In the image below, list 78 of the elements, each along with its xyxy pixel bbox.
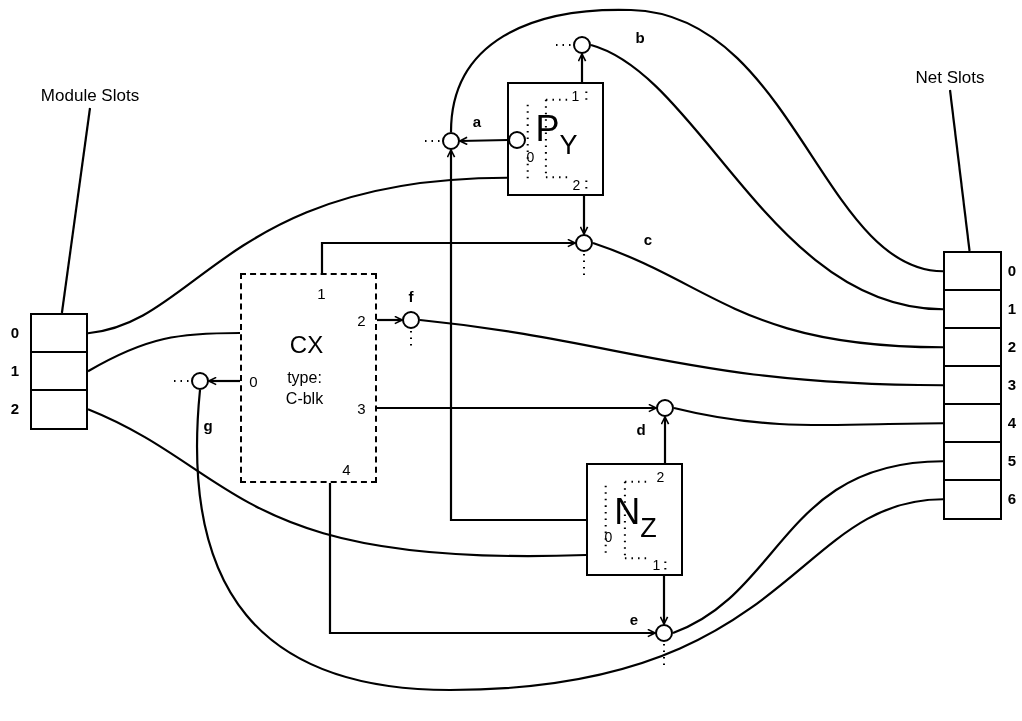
dashed-block-box — [240, 273, 377, 483]
connector-line — [449, 8, 944, 273]
junction-label: e — [629, 611, 639, 627]
slot-number: 0 — [10, 324, 20, 340]
slot-cell — [943, 251, 1002, 292]
slot-cell — [943, 327, 1002, 368]
connector-line — [87, 176, 508, 335]
junction-circle — [442, 132, 460, 150]
port-number: 0 — [249, 373, 258, 388]
junction-label: g — [203, 417, 213, 433]
port-number: 0 — [604, 529, 613, 544]
port-number: 1 — [317, 285, 326, 300]
junction-circle — [575, 234, 593, 252]
block-name: N$_{Z}$ — [614, 493, 657, 542]
slot-number: 6 — [1007, 490, 1017, 506]
block-type: type: C-blk — [284, 367, 325, 410]
module-box — [586, 463, 683, 576]
slot-heading: Net Slots — [900, 66, 1000, 90]
junction-circle — [191, 372, 209, 390]
junction-label: a — [472, 113, 482, 129]
arrow — [660, 416, 670, 463]
junction-circle — [655, 624, 673, 642]
connector-line — [87, 408, 586, 558]
slot-number: 0 — [1007, 262, 1017, 278]
connector-line — [592, 241, 944, 349]
junction-circle — [402, 311, 420, 329]
slot-cell — [943, 365, 1002, 406]
junction-label: c — [643, 231, 653, 247]
port-number: 1 — [571, 88, 580, 103]
slot-number: 4 — [1007, 414, 1017, 430]
slot-cell — [943, 289, 1002, 330]
arrow — [459, 136, 509, 146]
connector-line — [672, 460, 944, 634]
leader-line — [948, 89, 971, 252]
port-number: 4 — [342, 461, 351, 476]
arrow — [446, 149, 586, 522]
slot-number: 2 — [1007, 338, 1017, 354]
arrow — [577, 53, 587, 82]
slot-number: 3 — [1007, 376, 1017, 392]
block-name: P$_{Y}$ — [535, 110, 578, 159]
slot-number: 5 — [1007, 452, 1017, 468]
port-number: 2 — [656, 469, 665, 484]
port-number: 2 — [357, 312, 366, 327]
module-box — [507, 82, 604, 196]
arrow — [320, 238, 576, 273]
arrow — [208, 376, 240, 386]
connector-line — [87, 331, 240, 373]
junction-circle — [656, 399, 674, 417]
slot-number: 1 — [10, 362, 20, 378]
port-number: 1 — [652, 557, 661, 572]
arrow — [377, 403, 657, 413]
junction-label: f — [408, 288, 414, 304]
slot-number: 1 — [1007, 300, 1017, 316]
slot-cell — [30, 313, 88, 354]
slot-heading: Module Slots — [28, 84, 152, 108]
junction-circle — [573, 36, 591, 54]
arrow — [579, 196, 589, 235]
junction-label: d — [636, 421, 646, 437]
connector-line — [196, 389, 944, 692]
port-number: 3 — [357, 400, 366, 415]
block-name: CX — [289, 332, 324, 357]
arrow — [377, 315, 403, 325]
arrow — [328, 483, 656, 638]
port-number: 0 — [526, 149, 535, 164]
slot-cell — [943, 441, 1002, 482]
slot-cell — [30, 351, 88, 392]
slot-cell — [943, 479, 1002, 520]
connector-line — [419, 318, 943, 387]
junction-circle — [507, 130, 526, 149]
slot-cell — [30, 389, 88, 430]
slot-number: 2 — [10, 400, 20, 416]
arrow — [659, 576, 669, 625]
junction-label: b — [635, 29, 645, 45]
connector-line — [590, 44, 944, 311]
connector-line — [673, 406, 943, 427]
slot-cell — [943, 403, 1002, 444]
port-number: 2 — [572, 177, 581, 192]
leader-line — [60, 107, 92, 314]
